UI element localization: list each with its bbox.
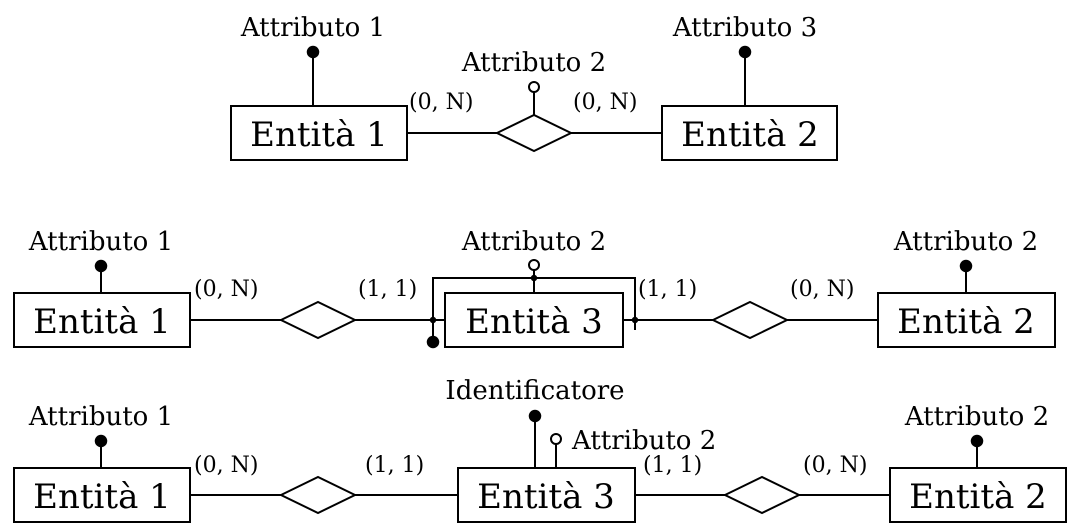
entity-label: Entità 2 [681, 115, 819, 155]
entity-box [457, 467, 636, 523]
attribute-label: Attributo 1 [240, 13, 385, 43]
identifier-filled-dot [528, 409, 542, 423]
attribute-open-dot [528, 259, 540, 271]
entity-label: Entità 2 [909, 477, 1047, 517]
identifier-filled-dot [426, 335, 440, 349]
diagram-3: Entità 1 Entità 3 Entità 2 Attributo 1 I… [13, 376, 1067, 523]
diagram-2: Entità 1 Entità 3 Entità 2 Attributo 1 A… [13, 227, 1056, 349]
attribute-label: Attributo 2 [904, 402, 1049, 432]
relationship-diamond [710, 300, 790, 340]
cardinality-label: (0, N) [803, 453, 867, 478]
entity-box [661, 105, 838, 161]
entity-label: Entità 1 [250, 115, 388, 155]
attribute-label: Attributo 1 [28, 402, 173, 432]
entity-label: Entità 2 [897, 302, 1035, 342]
attribute-filled-dot [94, 434, 108, 448]
relationship-diamond [494, 113, 574, 153]
relationship-diamond [278, 475, 358, 515]
cardinality-label: (1, 1) [638, 277, 697, 302]
attribute-label: Attributo 2 [893, 227, 1038, 257]
cardinality-label: (0, N) [194, 277, 258, 302]
attribute-filled-dot [306, 45, 320, 59]
cardinality-label: (0, N) [409, 90, 473, 115]
relationship-diamond [278, 300, 358, 340]
entity-box [444, 292, 624, 348]
cardinality-label: (1, 1) [643, 453, 702, 478]
attribute-filled-dot [94, 259, 108, 273]
cardinality-label: (0, N) [194, 453, 258, 478]
entity-box [230, 105, 408, 161]
attribute-open-dot [550, 433, 562, 445]
entity-box [877, 292, 1056, 348]
attribute-filled-dot [738, 45, 752, 59]
relationship-diamond [722, 475, 802, 515]
identifier-label: Identificatore [445, 376, 624, 406]
attribute-open-dot [528, 81, 540, 93]
entity-box [889, 467, 1067, 523]
entity-label: Entità 3 [465, 302, 603, 342]
entity-label: Entità 1 [33, 477, 171, 517]
junction-dot [429, 316, 437, 324]
cardinality-label: (1, 1) [365, 453, 424, 478]
attribute-filled-dot [970, 434, 984, 448]
attribute-label: Attributo 2 [461, 48, 606, 78]
entity-box [13, 467, 191, 523]
entity-label: Entità 3 [477, 477, 615, 517]
attribute-label: Attributo 3 [672, 13, 817, 43]
cardinality-label: (1, 1) [358, 277, 417, 302]
diagram-1: Entità 1 Entità 2 Attributo 1 Attributo … [230, 13, 838, 161]
attribute-label: Attributo 2 [461, 227, 606, 257]
entity-box [13, 292, 191, 348]
cardinality-label: (0, N) [573, 90, 637, 115]
attribute-label: Attributo 1 [28, 227, 173, 257]
cardinality-label: (0, N) [790, 277, 854, 302]
attribute-label: Attributo 2 [571, 426, 716, 456]
attribute-filled-dot [959, 259, 973, 273]
entity-label: Entità 1 [33, 302, 171, 342]
